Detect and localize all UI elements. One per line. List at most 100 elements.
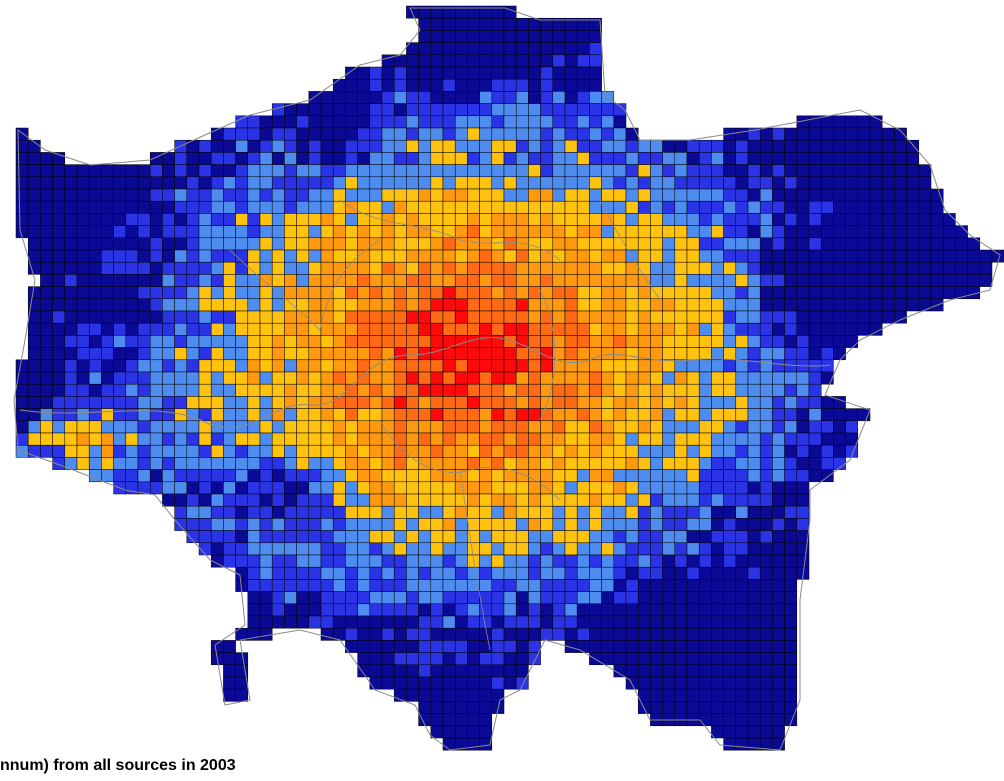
grid-cell bbox=[406, 127, 419, 141]
grid-cell bbox=[772, 237, 785, 251]
grid-cell bbox=[271, 530, 285, 544]
grid-cell bbox=[552, 627, 566, 641]
grid-cell bbox=[686, 640, 700, 653]
grid-cell bbox=[503, 286, 517, 300]
grid-cell bbox=[332, 310, 346, 324]
grid-cell bbox=[796, 408, 810, 422]
grid-cell bbox=[235, 127, 249, 141]
grid-cell bbox=[540, 335, 554, 348]
grid-cell bbox=[674, 200, 688, 214]
grid-cell bbox=[284, 579, 297, 592]
grid-cell bbox=[589, 481, 602, 495]
grid-cell bbox=[625, 640, 639, 653]
grid-cell bbox=[528, 66, 541, 80]
grid-cell bbox=[393, 603, 407, 617]
grid-cell bbox=[650, 322, 663, 336]
grid-cell bbox=[381, 603, 395, 617]
grid-cell bbox=[528, 591, 541, 605]
grid-cell bbox=[503, 322, 517, 336]
grid-cell bbox=[247, 152, 261, 165]
grid-cell bbox=[735, 554, 749, 568]
grid-cell bbox=[552, 591, 566, 605]
grid-cell bbox=[393, 591, 407, 605]
grid-cell bbox=[369, 261, 383, 275]
grid-cell bbox=[454, 579, 468, 592]
grid-cell bbox=[210, 640, 224, 653]
grid-cell bbox=[637, 518, 651, 531]
grid-cell bbox=[576, 530, 590, 544]
grid-cell bbox=[345, 103, 358, 117]
grid-cell bbox=[320, 261, 334, 275]
grid-cell bbox=[601, 274, 615, 287]
grid-cell bbox=[345, 444, 358, 458]
grid-cell bbox=[235, 286, 249, 300]
grid-cell bbox=[637, 469, 651, 483]
grid-cell bbox=[796, 176, 810, 190]
grid-cell bbox=[601, 396, 615, 409]
grid-cell bbox=[674, 591, 688, 605]
grid-cell bbox=[76, 286, 90, 300]
grid-cell bbox=[454, 164, 468, 178]
grid-cell bbox=[418, 627, 432, 641]
grid-cell bbox=[894, 237, 907, 251]
grid-cell bbox=[528, 322, 541, 336]
grid-cell bbox=[210, 274, 224, 287]
grid-cell bbox=[711, 335, 724, 348]
grid-cell bbox=[528, 432, 541, 446]
grid-cell bbox=[296, 225, 310, 239]
grid-cell bbox=[881, 164, 895, 178]
grid-cell bbox=[735, 127, 749, 141]
grid-cell bbox=[503, 676, 517, 690]
grid-cell bbox=[796, 152, 810, 165]
grid-cell bbox=[528, 554, 541, 568]
grid-cell bbox=[759, 627, 773, 641]
grid-cell bbox=[491, 408, 505, 422]
grid-cell bbox=[369, 408, 383, 422]
grid-cell bbox=[467, 566, 480, 580]
grid-cell bbox=[345, 225, 358, 239]
grid-cell bbox=[125, 457, 139, 470]
grid-cell bbox=[491, 237, 505, 251]
grid-cell bbox=[808, 127, 822, 141]
grid-cell bbox=[759, 225, 773, 239]
grid-cell bbox=[430, 420, 444, 434]
grid-cell bbox=[454, 652, 468, 666]
grid-cell bbox=[552, 408, 566, 422]
grid-cell bbox=[271, 298, 285, 312]
grid-cell bbox=[772, 542, 785, 556]
grid-cell bbox=[296, 518, 310, 531]
grid-cell bbox=[564, 54, 578, 68]
grid-cell bbox=[320, 444, 334, 458]
grid-cell bbox=[369, 164, 383, 178]
grid-cell bbox=[186, 286, 200, 300]
grid-cell bbox=[820, 347, 834, 361]
grid-cell bbox=[345, 139, 358, 153]
grid-cell bbox=[296, 383, 310, 397]
grid-cell bbox=[235, 530, 249, 544]
grid-cell bbox=[515, 225, 529, 239]
grid-cell bbox=[345, 554, 358, 568]
grid-cell bbox=[674, 603, 688, 617]
grid-cell bbox=[686, 579, 700, 592]
grid-cell bbox=[64, 237, 78, 251]
grid-cell bbox=[418, 310, 432, 324]
grid-cell bbox=[637, 664, 651, 678]
grid-cell bbox=[332, 164, 346, 178]
grid-cell bbox=[637, 591, 651, 605]
grid-cell bbox=[698, 139, 712, 153]
grid-cell bbox=[76, 383, 90, 397]
grid-cell bbox=[833, 127, 846, 141]
grid-cell bbox=[637, 408, 651, 422]
grid-cell bbox=[345, 469, 358, 483]
grid-cell bbox=[442, 274, 456, 287]
grid-cell bbox=[186, 457, 200, 470]
grid-cell bbox=[747, 444, 761, 458]
grid-cell bbox=[271, 396, 285, 409]
grid-cell bbox=[674, 213, 688, 226]
grid-cell bbox=[149, 322, 163, 336]
grid-cell bbox=[271, 188, 285, 202]
grid-cell bbox=[284, 249, 297, 263]
grid-cell bbox=[320, 432, 334, 446]
grid-cell bbox=[454, 286, 468, 300]
grid-cell bbox=[27, 188, 41, 202]
